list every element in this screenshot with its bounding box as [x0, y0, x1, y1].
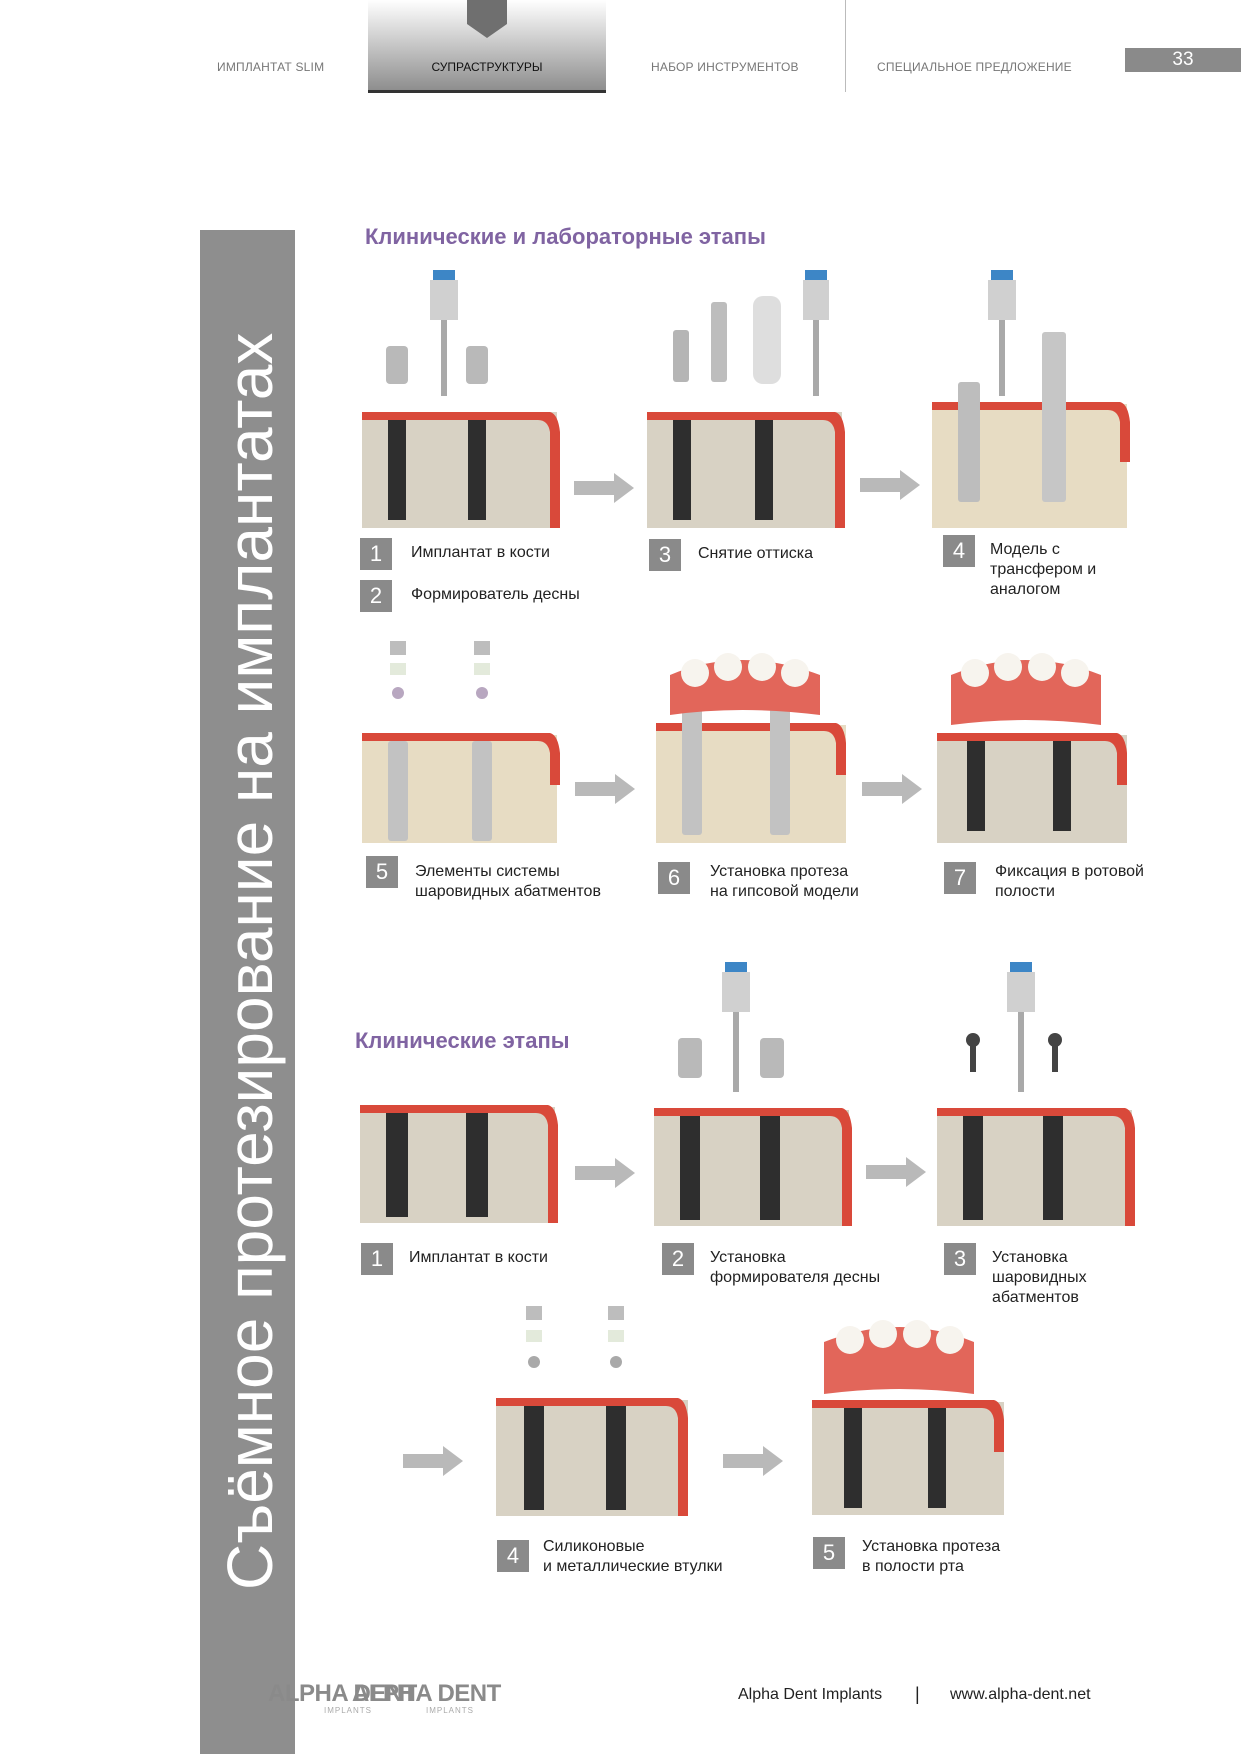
healing-cap-icon	[678, 1038, 702, 1078]
footer-url-link[interactable]: www.alpha-dent.net	[950, 1686, 1091, 1703]
step-badge: 5	[366, 856, 398, 888]
step-caption: Имплантат в кости	[411, 544, 550, 561]
ball-system-illustration	[362, 641, 560, 843]
ball-abutment-icon	[966, 1033, 980, 1047]
arrow-right-icon	[866, 1157, 926, 1187]
screwdriver-icon	[991, 270, 1013, 280]
figure-impression	[645, 262, 850, 535]
step-badge: 4	[497, 1540, 529, 1572]
step-badge: 3	[649, 539, 681, 571]
denture-mouth-illustration	[937, 653, 1127, 843]
ball-abutment-icon	[1048, 1033, 1062, 1047]
figure-healing-abutment-install	[652, 958, 857, 1233]
nav-divider	[845, 0, 846, 92]
denture-model-illustration	[656, 653, 846, 843]
figure-ball-abutment-install	[935, 958, 1140, 1233]
sidebar-band	[200, 230, 295, 1754]
healing-install-illustration	[654, 962, 852, 1226]
ball-abutment-icon	[476, 687, 488, 699]
figure-denture-in-mouth	[935, 645, 1135, 850]
logo-subtext: IMPLANTS	[426, 1706, 475, 1715]
figure-denture-on-model	[650, 645, 850, 850]
step-badge: 1	[361, 1243, 393, 1275]
logo-subtext: IMPLANTS	[324, 1706, 373, 1715]
footer-separator: |	[915, 1684, 920, 1704]
figure-denture-mouth-final	[810, 1312, 1010, 1522]
arrow-right-icon	[575, 1158, 635, 1188]
step-badge: 1	[360, 538, 392, 570]
page-number: 33	[1125, 48, 1241, 72]
figure-implant-healing-cap	[360, 262, 565, 535]
step-badge: 2	[662, 1243, 694, 1275]
step-caption: Формирователь десны	[411, 586, 580, 603]
ball-abutment-icon	[528, 1356, 540, 1368]
step-caption: Установка формирователя десны	[710, 1249, 881, 1286]
step-caption: Модель с трансфером и аналогом	[990, 541, 1097, 598]
section2-title: Клинические этапы	[355, 1028, 570, 1053]
top-navigation: ИМПЛАНТАТ SLIM СУПРАСТРУКТУРЫ НАБОР ИНСТ…	[0, 0, 1241, 95]
figure-implant-in-bone	[358, 1095, 563, 1230]
step-caption: Элементы системы шаровидных абатментов	[415, 863, 601, 900]
step-caption: Снятие оттиска	[698, 545, 814, 562]
tab-implant-slim[interactable]: ИМПЛАНТАТ SLIM	[217, 60, 325, 74]
sleeves-illustration	[496, 1306, 688, 1516]
tab-suprastructures[interactable]: СУПРАСТРУКТУРЫ	[368, 0, 606, 93]
implant-bone-illustration	[360, 1105, 558, 1223]
figure-ball-abutment-system	[360, 635, 565, 850]
footer-logo-right: ALPHA DENT IMPLANTS	[352, 1680, 501, 1715]
footer-logo-left: ALPHA DENT IMPLANTS	[268, 1680, 417, 1715]
figure-model-transfer	[930, 262, 1135, 535]
ball-abutment-icon	[392, 687, 404, 699]
active-tab-marker	[467, 0, 507, 38]
step-badge: 5	[813, 1537, 845, 1569]
logo-text: ALPHA DENT	[268, 1680, 417, 1707]
step-caption: Силиконовые и металлические втулки	[543, 1538, 723, 1575]
tab-suprastructures-label: СУПРАСТРУКТУРЫ	[431, 60, 543, 74]
ball-install-illustration	[937, 962, 1135, 1226]
step-caption: Установка шаровидных абатментов	[992, 1249, 1087, 1306]
step-caption: Установка протеза в полости рта	[862, 1538, 1001, 1575]
denture-final-illustration	[812, 1320, 1004, 1515]
healing-cap-icon	[760, 1038, 784, 1078]
screwdriver-icon	[725, 962, 747, 972]
arrow-right-icon	[723, 1446, 783, 1476]
step-badge: 2	[360, 580, 392, 612]
logo-text: ALPHA DENT	[352, 1680, 501, 1707]
step-caption: Имплантат в кости	[409, 1249, 548, 1266]
screwdriver-icon	[805, 270, 827, 280]
screwdriver-icon	[1010, 962, 1032, 972]
section1-title: Клинические и лабораторные этапы	[365, 224, 766, 249]
ball-abutment-icon	[610, 1356, 622, 1368]
arrow-right-icon	[574, 473, 634, 503]
model-illustration	[932, 270, 1130, 528]
step-caption: Установка протеза на гипсовой модели	[710, 863, 859, 900]
step-badge: 7	[944, 862, 976, 894]
tab-special-offer[interactable]: СПЕЦИАЛЬНОЕ ПРЕДЛОЖЕНИЕ	[877, 60, 1072, 74]
impression-illustration	[647, 270, 845, 528]
tab-instrument-kit[interactable]: НАБОР ИНСТРУМЕНТОВ	[651, 60, 799, 74]
arrow-right-icon	[403, 1446, 463, 1476]
step-badge: 3	[944, 1243, 976, 1275]
implant-bone-illustration	[362, 270, 560, 528]
sidebar-title: Съёмное протезирование на имплантатах	[214, 332, 286, 1590]
screwdriver-icon	[433, 270, 455, 280]
arrow-right-icon	[860, 470, 920, 500]
figure-silicone-metal-sleeves	[494, 1300, 694, 1523]
arrow-right-icon	[862, 774, 922, 804]
footer-brand: Alpha Dent Implants	[738, 1686, 883, 1703]
step-badge: 6	[658, 862, 690, 894]
step-badge: 4	[943, 535, 975, 567]
step-caption: Фиксация в ротовой полости	[995, 863, 1144, 900]
arrow-right-icon	[575, 774, 635, 804]
